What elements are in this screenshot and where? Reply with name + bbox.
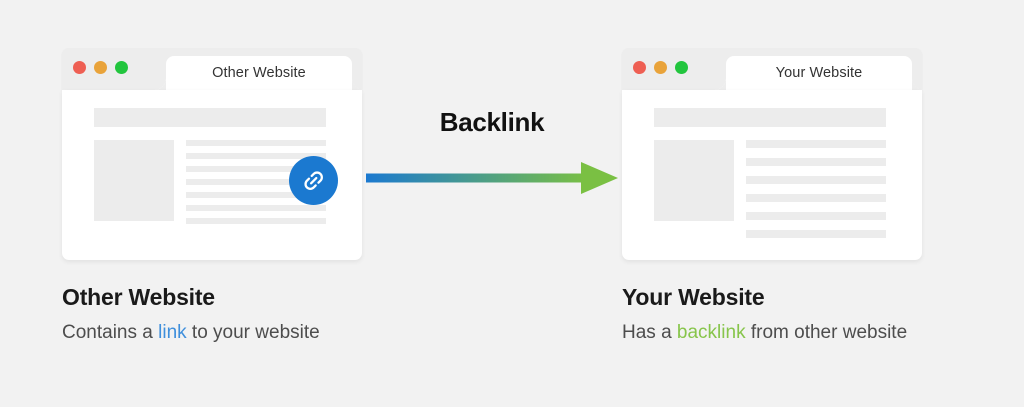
- browser-window-your-website: Your Website: [622, 48, 922, 260]
- wireframe-text-line: [746, 194, 886, 202]
- wireframe-text-line: [746, 176, 886, 184]
- caption-highlight-link: link: [158, 322, 187, 343]
- arrow-label-backlink: Backlink: [439, 107, 545, 137]
- browser-window-other-website: Other Website: [62, 48, 362, 260]
- caption-text-before: Contains a: [62, 322, 159, 343]
- caption-title: Other Website: [62, 284, 215, 310]
- wireframe-image-block: [94, 140, 174, 221]
- wireframe-text-line: [746, 212, 886, 220]
- caption-other-website: Other Website Contains a link to your we…: [62, 284, 482, 343]
- wireframe-text-line: [186, 179, 326, 185]
- close-dot[interactable]: [633, 61, 646, 74]
- maximize-dot[interactable]: [675, 61, 688, 74]
- browser-tab-label: Your Website: [775, 65, 863, 81]
- browser-tab-other-website[interactable]: Other Website: [166, 56, 352, 90]
- traffic-light-dots: [73, 61, 128, 74]
- caption-subtitle: Contains a link to your website: [62, 323, 482, 342]
- browser-titlebar: Other Website: [62, 48, 362, 90]
- close-dot[interactable]: [73, 61, 86, 74]
- caption-text-after: from other website: [745, 322, 908, 343]
- minimize-dot[interactable]: [654, 61, 667, 74]
- link-icon: [303, 170, 323, 190]
- wireframe-text-line: [186, 205, 326, 211]
- browser-viewport: [622, 90, 922, 260]
- wireframe-text-line: [186, 218, 326, 224]
- caption-text-before: Has a: [622, 322, 677, 343]
- wireframe-text-lines: [746, 140, 886, 238]
- caption-text-after: to your website: [186, 322, 320, 343]
- wireframe-text-line: [186, 140, 326, 146]
- link-badge[interactable]: [289, 156, 338, 205]
- caption-subtitle: Has a backlink from other website: [622, 323, 1024, 342]
- wireframe-text-line: [746, 230, 886, 238]
- wireframe-image-block: [654, 140, 734, 221]
- minimize-dot[interactable]: [94, 61, 107, 74]
- wireframe-header-bar: [94, 108, 326, 127]
- wireframe-text-line: [186, 166, 326, 172]
- browser-tab-your-website[interactable]: Your Website: [726, 56, 912, 90]
- wireframe-header-bar: [654, 108, 886, 127]
- wireframe-text-line: [186, 153, 326, 159]
- wireframe-text-lines: [186, 140, 326, 224]
- caption-your-website: Your Website Has a backlink from other w…: [622, 284, 1024, 343]
- wireframe-text-line: [746, 158, 886, 166]
- traffic-light-dots: [633, 61, 688, 74]
- wireframe-text-line: [186, 192, 326, 198]
- maximize-dot[interactable]: [115, 61, 128, 74]
- caption-highlight-backlink: backlink: [676, 322, 746, 343]
- wireframe-text-line: [746, 140, 886, 148]
- arrow-icon: [366, 162, 618, 194]
- browser-titlebar: Your Website: [622, 48, 922, 90]
- backlink-arrow: [366, 158, 618, 198]
- caption-title: Your Website: [622, 284, 765, 310]
- browser-tab-label: Other Website: [212, 65, 306, 81]
